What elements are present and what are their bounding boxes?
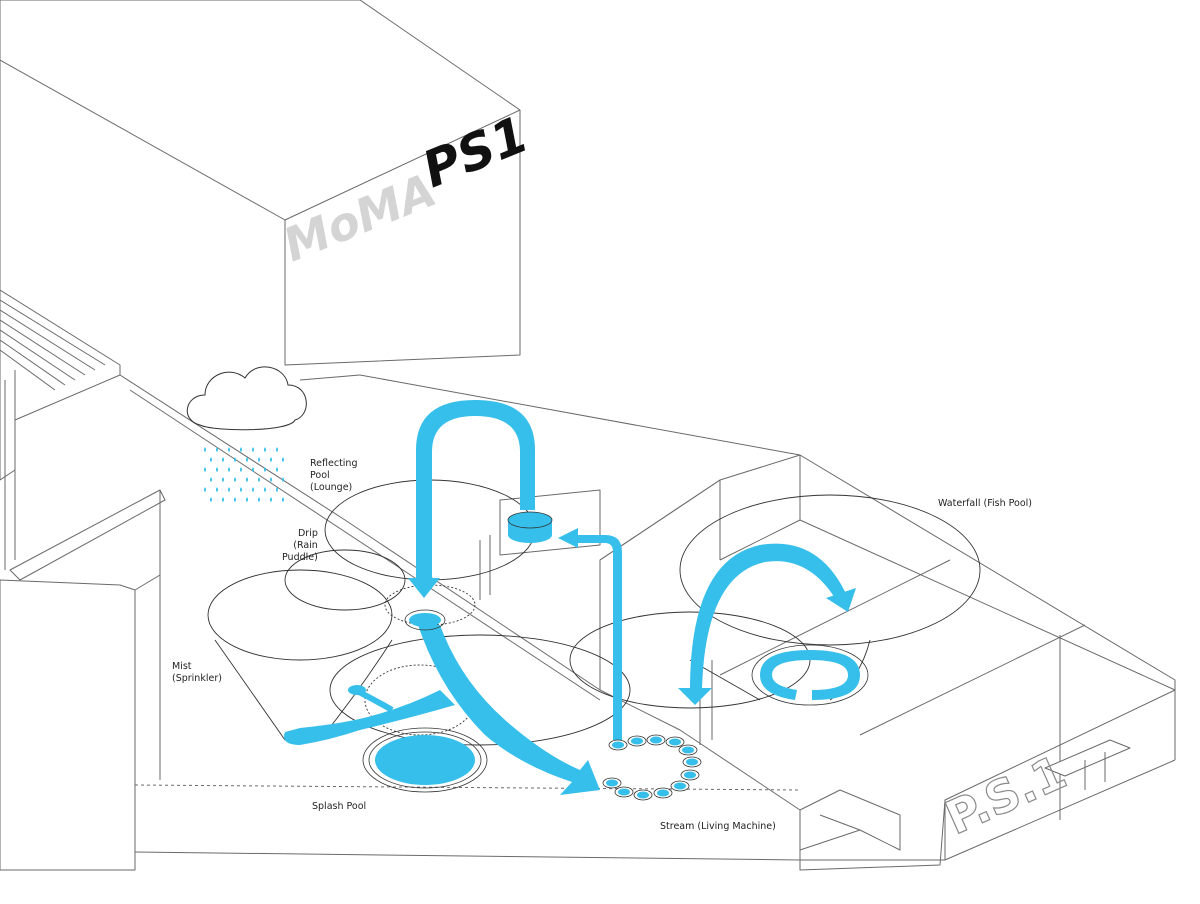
stream-cup-water [682, 746, 694, 754]
rain-drop [276, 447, 278, 452]
rain-drop [240, 487, 242, 492]
rain-drop [276, 487, 278, 492]
waterfall-canopy [679, 494, 981, 646]
rain-drop [270, 457, 272, 462]
rain-drop [246, 477, 248, 482]
rain-drop [252, 447, 254, 452]
rain-drop [234, 497, 236, 502]
rain-drop [210, 457, 212, 462]
rain-drop [222, 497, 224, 502]
rain-drop [228, 447, 230, 452]
cloud [186, 366, 307, 431]
rain-drop [252, 487, 254, 492]
label-drip: Drip (Rain Puddle) [282, 528, 318, 564]
drip-canopy [284, 549, 406, 611]
rain-drop [258, 477, 260, 482]
label-mist-line2: (Sprinkler) [172, 673, 222, 684]
rain-drop [282, 457, 284, 462]
rain-drop [204, 467, 206, 472]
rain-drop [264, 487, 266, 492]
fish-pool-ring [760, 650, 860, 700]
rain-drop [240, 447, 242, 452]
waterfall-arrow [690, 543, 848, 690]
label-stream: Stream (Living Machine) [660, 821, 776, 832]
ps1-facade-sign: P.S.1 [938, 745, 1074, 845]
pool-rims [362, 511, 869, 793]
rain-drop [264, 447, 266, 452]
stream-cup-water [637, 791, 649, 799]
stream-cup-water [612, 741, 624, 749]
rain-drop [222, 477, 224, 482]
mist-canopy [207, 569, 393, 661]
stream-cup-water [650, 736, 662, 744]
return-arrow [575, 535, 622, 740]
label-drip-line1: Drip [297, 528, 318, 539]
water [284, 400, 860, 795]
rain-drop [252, 467, 254, 472]
splash-pool-water [375, 735, 475, 785]
rain-drop [204, 447, 206, 452]
rain-drop [210, 477, 212, 482]
rain-drop [216, 447, 218, 452]
stream-cup-water [606, 779, 618, 787]
label-waterfall: Waterfall (Fish Pool) [938, 498, 1033, 509]
rain-drop [216, 467, 218, 472]
stream-spill [418, 625, 600, 795]
rain-drop [282, 477, 284, 482]
stairs [0, 299, 106, 391]
building-massing [0, 0, 1176, 871]
label-reflecting-pool-line3: (Lounge) [310, 482, 353, 493]
stream-cup-water [669, 738, 681, 746]
rain-drop [228, 467, 230, 472]
label-drip-line3: Puddle) [282, 552, 318, 563]
arch-arrow [416, 400, 535, 580]
label-drip-line2: (Rain [293, 540, 318, 551]
stream-cup-water [631, 737, 643, 745]
rain-drop [258, 497, 260, 502]
stream-cup-water [657, 789, 669, 797]
label-reflecting-pool-line2: Pool [310, 470, 330, 481]
rain-drop [246, 497, 248, 502]
label-mist: Mist (Sprinkler) [172, 661, 222, 685]
rain-drop [282, 497, 284, 502]
rain-drop [240, 467, 242, 472]
rain-drop [276, 467, 278, 472]
rain-drop [258, 457, 260, 462]
rain-drop [234, 477, 236, 482]
rain-drop [270, 477, 272, 482]
stream-cup-water [686, 758, 698, 766]
rain-drops [204, 447, 284, 502]
rain-drop [228, 487, 230, 492]
stream-cup-water [684, 771, 696, 779]
label-reflecting-pool: Reflecting Pool (Lounge) [310, 458, 358, 494]
label-mist-line1: Mist [172, 661, 192, 672]
rain-drop [264, 467, 266, 472]
rain-drop [210, 497, 212, 502]
rain-drop [270, 497, 272, 502]
stream-cups [602, 734, 702, 801]
rain-drop [246, 457, 248, 462]
rain-drop [204, 487, 206, 492]
rain-drop [216, 487, 218, 492]
stream-cup-water [674, 782, 686, 790]
label-splash-pool: Splash Pool [312, 801, 367, 812]
rain-drop [234, 457, 236, 462]
stream-cup-water [618, 788, 630, 796]
rain-drop [222, 457, 224, 462]
label-reflecting-pool-line1: Reflecting [310, 458, 358, 469]
